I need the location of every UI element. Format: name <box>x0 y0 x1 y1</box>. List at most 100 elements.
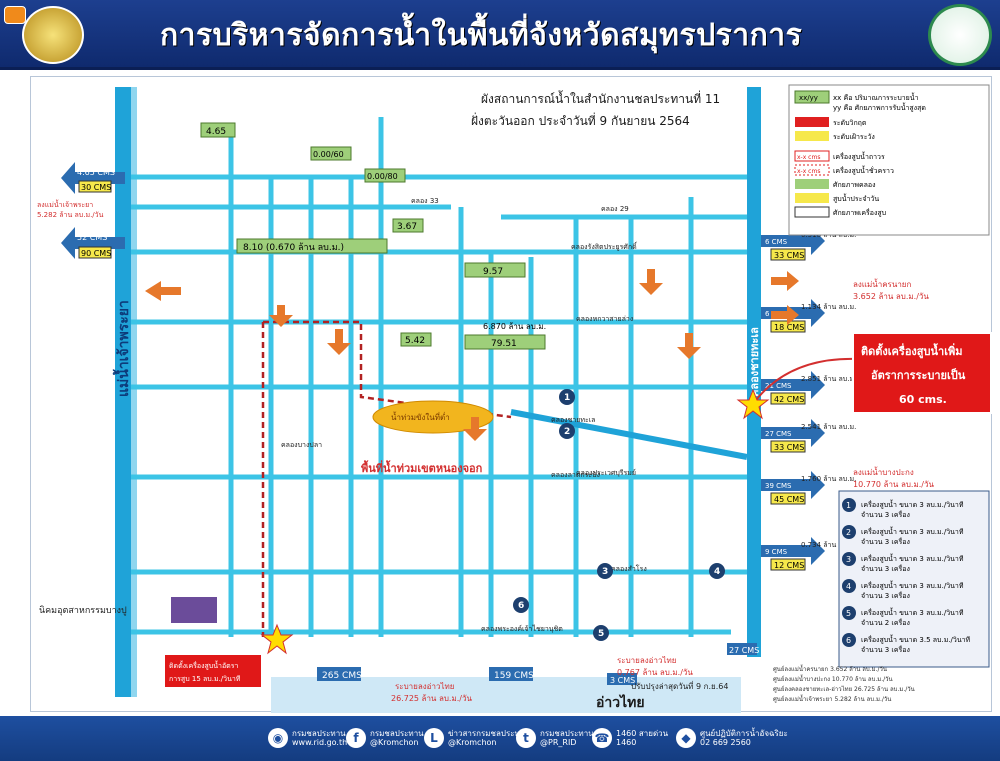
svg-text:2: 2 <box>564 427 570 437</box>
right-flow-bottom-box <box>770 248 806 261</box>
orange-flow-arrows <box>145 269 799 441</box>
flood-area-label: พื้นที่น้ำท่วมเขตหนองจอก <box>361 460 483 475</box>
svg-text:ศูนย์ลงแม่น้ำครนายก 3.652 ล้าน: ศูนย์ลงแม่น้ำครนายก 3.652 ล้าน ลบ.ม./วัน <box>773 663 887 673</box>
right-flow-top: 6 CMS <box>765 238 788 246</box>
gulf-label: อ่าวไทย <box>596 693 645 711</box>
pump-list-line2: จำนวน 3 เครื่อง <box>861 510 910 519</box>
industrial-estate-marker <box>171 597 217 623</box>
globe-icon: ◉ <box>268 728 288 748</box>
flood-area-small-label: น้ำท่วมขังในที่ต่ำ <box>391 411 450 422</box>
right-flow-bottom: 33 CMS <box>774 251 804 260</box>
pump-list-marker <box>842 633 856 647</box>
footer-line: ข่าวสารกรมชลประทาน <box>448 729 530 738</box>
twitter-icon: t <box>516 728 536 748</box>
station-boxes: 8.10 (0.670 ล้าน ลบ.ม.) 9.57 6.870 ล้าน … <box>200 122 546 350</box>
center-icon: ◆ <box>676 728 696 748</box>
star-icon <box>736 388 770 420</box>
station-value: 0.00/60 <box>313 150 344 159</box>
pump-list-number: 2 <box>846 528 851 537</box>
diagram-title-1: ผังสถานการณ์น้ำในสำนักงานชลประทานที่ 11 <box>481 90 720 106</box>
pump-list-line1: เครื่องสูบน้ำ ขนาด 3 ลบ.ม./วินาที <box>861 498 964 509</box>
svg-text:คลองรังสิตประยูรศักดิ์: คลองรังสิตประยูรศักดิ์ <box>571 241 638 251</box>
callout-left-line1: ติดตั้งเครื่องสูบน้ำอัตรา <box>169 659 238 670</box>
right-flow-note: 1.134 ล้าน ลบ.ม. <box>801 303 856 311</box>
pump-list-line2: จำนวน 3 เครื่อง <box>861 537 910 546</box>
right-flow-note: 2.541 ล้าน ลบ.ม. <box>801 423 856 431</box>
footer-line: กรมชลประทาน <box>370 729 424 738</box>
canal-network <box>131 117 747 637</box>
svg-text:คลอง 29: คลอง 29 <box>601 205 629 213</box>
footer-item-facebook[interactable]: f กรมชลประทาน@Kromchon <box>346 728 424 748</box>
arrow-shape <box>761 371 825 399</box>
callout-line <box>755 357 858 401</box>
footer-line: ศูนย์ปฏิบัติการน้ำอัจฉริยะ <box>700 729 788 738</box>
pump-list-line1: เครื่องสูบน้ำ ขนาด 3.5 ลบ.ม./วินาที <box>861 633 971 644</box>
footer-line: www.rid.go.th <box>292 738 348 747</box>
svg-text:คลองพระองค์เจ้าไชยานุชิต: คลองพระองค์เจ้าไชยานุชิต <box>481 624 563 633</box>
arrow-shape <box>761 419 825 447</box>
svg-text:52 CMS: 52 CMS <box>77 233 107 242</box>
chat-icon[interactable] <box>4 6 26 24</box>
right-flow-top: 21 CMS <box>765 382 792 390</box>
svg-text:ศูนย์ลงคลองชายทะเล-อ่าวไทย 26.: ศูนย์ลงคลองชายทะเล-อ่าวไทย 26.725 ล้าน ล… <box>773 685 915 693</box>
right-main-canal <box>747 87 761 657</box>
station-value: 0.00/80 <box>367 172 398 181</box>
svg-text:เครื่องสูบน้ำชั่วคราว: เครื่องสูบน้ำชั่วคราว <box>833 164 894 175</box>
gulf-drain-center-value: 26.725 ล้าน ลบ.ม./วัน <box>391 694 472 703</box>
pump-list-line1: เครื่องสูบน้ำ ขนาด 3 ลบ.ม./วินาที <box>861 606 964 617</box>
right-flow-top: 27 CMS <box>765 430 792 438</box>
station-value: 8.10 (0.670 ล้าน ลบ.ม.) <box>243 242 344 253</box>
hotline-icon: ☎ <box>592 728 612 748</box>
svg-text:ศูนย์ลงแม่น้ำเจ้าพระยา 5.282 ล: ศูนย์ลงแม่น้ำเจ้าพระยา 5.282 ล้าน ลบ.ม./… <box>773 693 891 703</box>
svg-text:คลองหกวาสายล่าง: คลองหกวาสายล่าง <box>576 315 633 323</box>
footer-line: 1460 <box>616 738 637 747</box>
svg-text:ระดับวิกฤต: ระดับวิกฤต <box>833 119 867 127</box>
svg-text:90 CMS: 90 CMS <box>81 249 111 258</box>
diagram-panel: แม่น้ำเจ้าพระยา คลองชายทะเล <box>30 76 992 713</box>
chao-phraya-drain-value: 5.282 ล้าน ลบ.ม./วัน <box>37 211 104 219</box>
right-flow-top: 39 CMS <box>765 482 792 490</box>
diagonal-canal <box>510 409 748 460</box>
callout-right-line3: 60 cms. <box>899 393 947 406</box>
svg-text:คลองลาดกระบัง: คลองลาดกระบัง <box>551 471 600 479</box>
svg-text:ศูนย์ลงแม่น้ำบางปะกง 10.770 ล้: ศูนย์ลงแม่น้ำบางปะกง 10.770 ล้าน ลบ.ม./ว… <box>773 673 893 683</box>
pump-list-line2: จำนวน 3 เครื่อง <box>861 645 910 654</box>
callout-right-box <box>852 332 992 414</box>
footer-item-twitter[interactable]: t กรมชลประทาน@PR_RID <box>516 728 594 748</box>
station-value: 79.51 <box>491 339 517 349</box>
canal-label: คลองชายทะเล <box>748 327 761 397</box>
pump-list-line1: เครื่องสูบน้ำ ขนาด 3 ลบ.ม./วินาที <box>861 525 964 536</box>
right-flow-top: 9 CMS <box>765 548 788 556</box>
svg-text:เครื่องสูบน้ำถาวร: เครื่องสูบน้ำถาวร <box>833 150 885 161</box>
right-flow-bottom-box <box>770 492 806 505</box>
svg-text:คลองสำโรง: คลองสำโรง <box>611 564 647 573</box>
pump-list-marker <box>842 552 856 566</box>
station-value: 9.57 <box>483 267 503 277</box>
svg-text:4: 4 <box>714 567 720 577</box>
pump-marker-numbers: 1 2 3 4 5 6 <box>518 393 720 639</box>
right-flow-bottom-box <box>770 440 806 453</box>
left-flow-arrows: 4.65 CMS 30 CMS 52 CMS 90 CMS <box>61 162 125 259</box>
pump-list-number: 3 <box>846 555 851 564</box>
pump-list-number: 1 <box>846 501 851 510</box>
pump-list-number: 4 <box>846 582 851 591</box>
nakhon-nayok-label: ลงแม่น้ำครนายก <box>853 278 911 289</box>
pump-list-box <box>838 490 990 668</box>
nakhon-nayok-value: 3.652 ล้าน ลบ.ม./วัน <box>853 292 929 301</box>
flood-area <box>372 400 494 434</box>
station-value: 4.65 <box>206 127 226 137</box>
arrow-shape <box>761 227 825 255</box>
svg-text:คลองชายทะเล: คลองชายทะเล <box>551 416 595 424</box>
pump-list-marker <box>842 606 856 620</box>
footer-line: @PR_RID <box>540 738 577 747</box>
footer-item-line[interactable]: L ข่าวสารกรมชลประทาน@Kromchon <box>424 728 530 748</box>
footer-line: 1460 สายด่วน <box>616 729 669 738</box>
chao-phraya-drain-label: ลงแม่น้ำเจ้าพระยา <box>37 198 93 209</box>
